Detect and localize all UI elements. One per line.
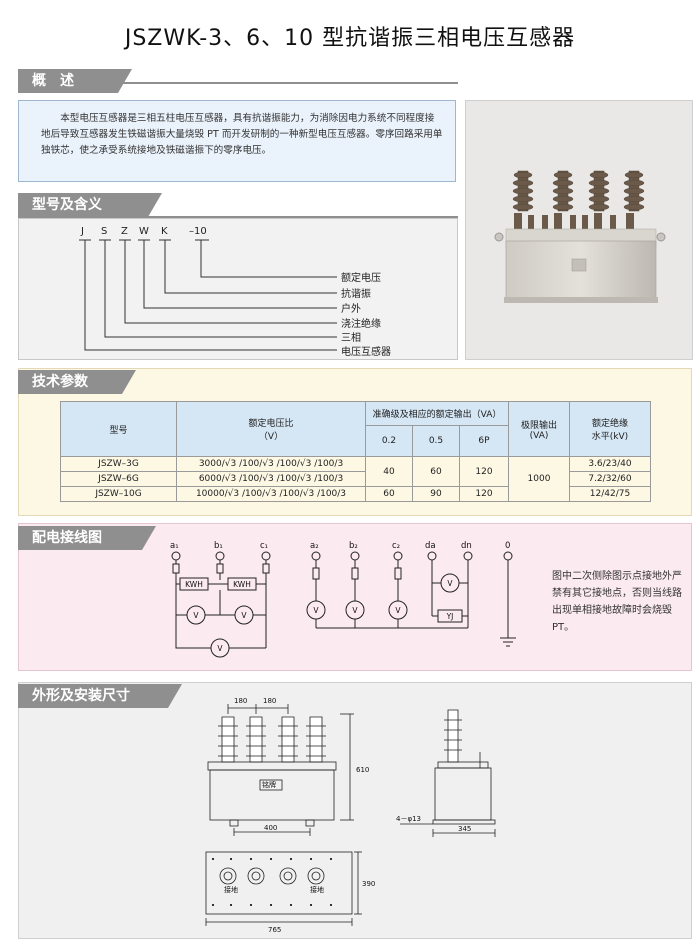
meaning-cast-insulation: 浇注绝缘 [341, 317, 381, 330]
meaning-outdoor: 户外 [341, 302, 361, 315]
cell-model-3g: JSZW–3G [60, 456, 177, 472]
terminal-c1: c₁ [260, 541, 268, 551]
ground-label-1: 接地 [224, 885, 238, 894]
voltmeter-c2: V [395, 606, 401, 615]
cell-out-05-10: 90 [412, 486, 460, 502]
letter-j: J [80, 226, 84, 237]
dims-drawing: 180 180 610 400 345 4－φ13 铭牌 765 390 接地 … [190, 692, 520, 941]
terminal-b1: b₁ [214, 541, 223, 551]
wiring-heading: 配电接线图 [18, 526, 156, 550]
th-acc-02: 0.2 [365, 425, 413, 457]
dim-400: 400 [264, 824, 277, 832]
terminal-0: 0 [505, 541, 510, 551]
cell-model-10g: JSZW–10G [60, 486, 177, 502]
terminal-a2: a₂ [310, 541, 319, 551]
cell-ratio-10g: 10000/√3 /100/√3 /100/√3 /100/3 [176, 486, 366, 502]
cell-ins-6g: 7.2/32/60 [569, 471, 651, 487]
voltmeter-3: V [217, 644, 223, 653]
params-heading: 技术参数 [18, 370, 136, 394]
kwh-meter-1: KWH [185, 580, 203, 589]
page-title: JSZWK-3、6、10 型抗谐振三相电压互感器 [124, 26, 576, 51]
relay-yj: YJ [446, 612, 454, 621]
model-rule [18, 216, 458, 218]
cell-ins-3g: 3.6/23/40 [569, 456, 651, 472]
th-insulation: 额定绝缘水平(kV) [569, 401, 651, 457]
letter-w: W [139, 226, 149, 237]
voltmeter-2: V [241, 611, 247, 620]
cell-out-6p-10: 120 [459, 486, 509, 502]
overview-box: 本型电压互感器是三相五柱电压互感器，具有抗谐振能力，为消除因电力系统不同程度接地… [18, 100, 456, 182]
letter-s: S [101, 226, 107, 237]
cell-out-6p-36: 120 [459, 456, 509, 487]
cell-limit: 1000 [508, 456, 570, 502]
dims-box [18, 682, 692, 939]
th-acc-6p: 6P [459, 425, 509, 457]
th-accuracy: 准确级及相应的额定输出（VA） [365, 401, 509, 426]
cell-out-05-36: 60 [412, 456, 460, 487]
dims-heading: 外形及安装尺寸 [18, 684, 182, 708]
meaning-voltage-transformer: 电压互感器 [341, 345, 391, 358]
cell-ratio-3g: 3000/√3 /100/√3 /100/√3 /100/3 [176, 456, 366, 472]
meaning-three-phase: 三相 [341, 331, 361, 344]
terminal-da: da [425, 541, 436, 551]
th-ratio: 额定电压比（V） [176, 401, 366, 457]
cell-model-6g: JSZW–6G [60, 471, 177, 487]
terminal-c2: c₂ [392, 541, 400, 551]
th-limit: 极限输出(VA) [508, 401, 570, 457]
terminal-dn: dn [461, 541, 472, 551]
wiring-note: 图中二次侧除图示点接地外严禁有其它接地点，否则当线路出现单相接地故障时会烧毁 P… [552, 571, 682, 633]
dim-610: 610 [356, 766, 369, 774]
cell-ins-10g: 12/42/75 [569, 486, 651, 502]
model-heading: 型号及含义 [18, 193, 162, 217]
overview-rule [18, 82, 458, 84]
terminal-b2: b₂ [349, 541, 358, 551]
dim-180-left: 180 [234, 697, 247, 705]
model-box: J S Z W K –10 额定电压 抗谐振 户外 浇注绝缘 三相 [18, 218, 458, 360]
th-acc-05: 0.5 [412, 425, 460, 457]
cell-ratio-6g: 6000/√3 /100/√3 /100/√3 /100/3 [176, 471, 366, 487]
th-model: 型号 [60, 401, 177, 457]
params-table: 型号 额定电压比（V） 准确级及相应的额定输出（VA） 极限输出(VA) 额定绝… [60, 401, 651, 502]
voltmeter-b2: V [352, 606, 358, 615]
letter-10: –10 [189, 226, 207, 237]
letter-k: K [161, 226, 168, 237]
nameplate-label: 铭牌 [262, 780, 276, 789]
terminal-a1: a₁ [170, 541, 179, 551]
ground-label-2: 接地 [310, 885, 324, 894]
dim-180-right: 180 [263, 697, 276, 705]
wiring-diagram: a₁ b₁ c₁ a₂ b₂ c₂ da dn 0 KWH KWH V V V … [150, 538, 530, 672]
params-table-wrap: 型号 额定电压比（V） 准确级及相应的额定输出（VA） 极限输出(VA) 额定绝… [60, 401, 651, 502]
overview-text: 本型电压互感器是三相五柱电压互感器，具有抗谐振能力，为消除因电力系统不同程度接地… [41, 113, 443, 156]
dim-345: 345 [458, 825, 471, 833]
dim-holes: 4－φ13 [396, 815, 421, 823]
cell-out-02-10: 60 [365, 486, 413, 502]
kwh-meter-2: KWH [233, 580, 251, 589]
product-photo [465, 100, 693, 360]
dim-765: 765 [268, 926, 281, 934]
cell-out-02-36: 40 [365, 456, 413, 487]
voltmeter-zero-seq: V [447, 579, 453, 588]
voltmeter-a2: V [313, 606, 319, 615]
overview-heading: 概 述 [18, 69, 132, 93]
meaning-rated-voltage: 额定电压 [341, 271, 381, 284]
meaning-anti-resonance: 抗谐振 [341, 287, 371, 300]
voltmeter-1: V [193, 611, 199, 620]
dim-390: 390 [362, 880, 375, 888]
letter-z: Z [121, 226, 128, 237]
